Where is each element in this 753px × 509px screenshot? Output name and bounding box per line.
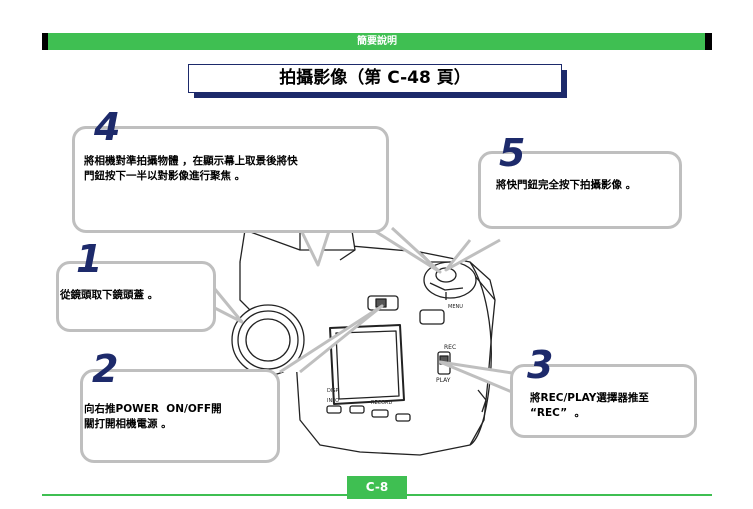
step-3-number: 3	[527, 343, 554, 387]
title-box	[188, 64, 562, 93]
rec-label: REC	[444, 344, 456, 351]
callout-step-1	[56, 261, 216, 332]
step-2-text: 向右推POWER ON/OFF開 關打開相機電源 。	[84, 403, 222, 430]
callout-step-2	[80, 369, 280, 463]
step-3-text: 將REC/PLAY選擇器推至 “REC” 。	[530, 392, 649, 419]
step-4-number: 4	[94, 105, 121, 149]
header-left-bar	[42, 33, 48, 50]
step-1-text: 從鏡頭取下鏡頭蓋 。	[60, 289, 159, 301]
header-band	[42, 33, 712, 50]
step-2-number: 2	[92, 347, 119, 391]
footer-tab	[347, 476, 407, 499]
callout-step-5	[478, 151, 682, 229]
section-title: 簡要說明	[357, 36, 397, 47]
info-label: INFO	[327, 398, 339, 404]
step-5-text: 將快門鈕完全按下拍攝影像 。	[496, 179, 637, 191]
callout-step-4	[72, 126, 389, 233]
step-5-number: 5	[499, 131, 526, 175]
page-number: C-8	[365, 480, 389, 494]
disp-label: DISP	[327, 388, 339, 394]
record-label: RECORD	[371, 400, 393, 406]
header-right-bar	[705, 33, 712, 50]
step-4-text: 將相機對準拍攝物體 ，在顯示幕上取景後將快 門鈕按下一半以對影像進行聚焦 。	[84, 155, 298, 182]
page-title: 拍攝影像（第 C-48 頁）	[279, 68, 471, 88]
step-1-number: 1	[76, 237, 103, 281]
menu-label: MENU	[448, 304, 463, 310]
callout-step-3	[510, 364, 697, 438]
play-label: PLAY	[436, 377, 451, 384]
